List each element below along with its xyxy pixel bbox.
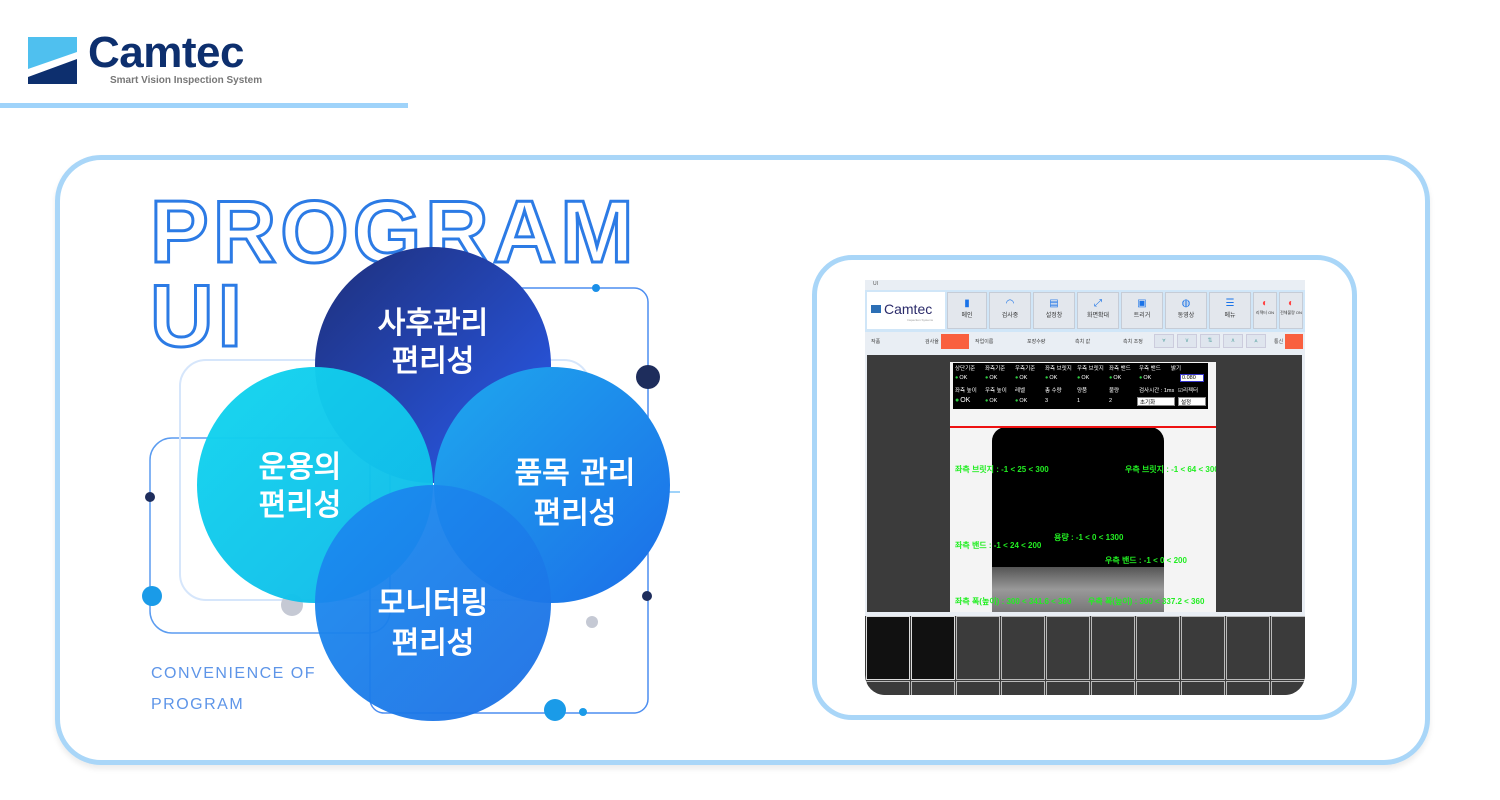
label-value: 측치 값 — [1075, 339, 1091, 345]
window-title: UI — [873, 281, 878, 287]
label-rate: 검사율 — [925, 339, 939, 345]
thumbnail-strip — [865, 616, 1305, 695]
btn-up-fast[interactable]: ⩓ — [1246, 334, 1266, 348]
thumbnail-slot[interactable] — [1136, 616, 1180, 680]
circle-2-line2: 편리성 — [534, 496, 617, 531]
app-logo: Camtec Inspection Systems — [867, 292, 945, 329]
comm-indicator — [1285, 334, 1303, 349]
overlay-left-width: 좌측 폭(높이) : 300 < 341.6 < 380 — [955, 597, 1072, 606]
circle-1-line2: 편리성 — [259, 488, 342, 523]
settings-panel-icon: ▤ — [1049, 298, 1059, 309]
status-values-1: OKOKOKOKOKOKOK — [955, 375, 1171, 381]
toolbar-rejector[interactable]: ◐리젝터 ON — [1253, 292, 1277, 329]
toolbar-menu[interactable]: ☰메뉴 — [1209, 292, 1251, 329]
toggle-icon: ◐ — [1261, 298, 1269, 309]
app-screenshot: UI Camtec Inspection Systems ▮메인 ◠검사중 ▤설… — [865, 280, 1305, 695]
overlay-right-width: 우측 폭(높이) : 300 < 337.2 < 360 — [1088, 597, 1205, 606]
toolbar-main[interactable]: ▮메인 — [947, 292, 987, 329]
thumbnail-slot[interactable] — [1091, 616, 1135, 680]
thumbnail-slot[interactable] — [956, 616, 1000, 680]
title-line-2: UI — [149, 266, 246, 365]
reset-button[interactable]: 초기화 — [1137, 397, 1175, 406]
overlay-left-bridge: 좌측 브릿지 : -1 < 25 < 300 — [955, 465, 1049, 474]
video-icon: ◍ — [1181, 298, 1191, 309]
label-adjust: 측치 조정 — [1123, 339, 1143, 345]
toolbar-settings[interactable]: ▤설정창 — [1033, 292, 1075, 329]
label-job: 작업이름 — [975, 339, 994, 345]
logo-text: Camtec — [88, 28, 244, 77]
thumbnail-slot[interactable] — [1226, 616, 1270, 680]
overlay-capacity: 용량 : -1 < 0 < 1300 — [1054, 533, 1124, 542]
app-logo-sub: Inspection Systems — [907, 318, 934, 322]
circle-3-line1: 모니터링 — [378, 586, 488, 621]
overlay-left-band: 좌측 밴드 : -1 < 24 < 200 — [955, 541, 1042, 550]
subtitle-line-1: CONVENIENCE OF — [151, 665, 317, 682]
subtitle-line-2: PROGRAM — [151, 696, 245, 713]
overlay-right-band: 우측 밴드 : -1 < 0 < 200 — [1105, 556, 1187, 565]
circle-0-line1: 사후관리 — [378, 306, 488, 341]
circle-0-line2: 편리성 — [392, 344, 475, 379]
thumbnail-slot[interactable] — [1001, 616, 1045, 680]
label-comm: 통신 — [1274, 339, 1284, 345]
wifi-icon: ◠ — [1005, 298, 1015, 309]
app-logo-text: Camtec — [884, 301, 933, 317]
trigger-icon: ▣ — [1137, 298, 1147, 309]
btn-down[interactable]: ∨ — [1177, 334, 1197, 348]
venn-diagram: 사후관리 편리성 운용의 편리성 품목 관리 편리성 모니터링 편리성 — [197, 247, 670, 721]
thumbnail-slot[interactable] — [1181, 616, 1225, 680]
toolbar-trigger[interactable]: ▣트리거 — [1121, 292, 1163, 329]
rejector-checkbox[interactable]: ☑리젝터 — [1178, 388, 1199, 394]
label-pack: 포장수량 — [1027, 339, 1046, 345]
overlay-right-bridge: 우측 브릿지 : -1 < 64 < 300 — [1125, 465, 1216, 474]
btn-down-fast[interactable]: ⩔ — [1154, 334, 1174, 348]
menu-icon: ☰ — [1225, 298, 1235, 309]
toolbar-all-defect[interactable]: ◐전체불량 ON — [1279, 292, 1303, 329]
circle-monitoring — [315, 485, 551, 721]
zoom-icon: ⤢ — [1094, 298, 1102, 309]
setup-button[interactable]: 설정 — [1178, 397, 1206, 406]
thumbnail[interactable] — [866, 616, 910, 680]
toggle-icon: ◐ — [1287, 298, 1295, 309]
brightness-input[interactable]: 0.080 — [1180, 374, 1204, 382]
toolbar-inspecting[interactable]: ◠검사중 — [989, 292, 1031, 329]
logo-tagline: Smart Vision Inspection System — [110, 75, 263, 86]
label-item: 작품 — [871, 339, 881, 345]
battery-icon: ▮ — [964, 298, 970, 309]
thumbnail-slot[interactable] — [1271, 616, 1305, 680]
circle-3-line2: 편리성 — [392, 626, 475, 661]
circle-2-line1: 품목 관리 — [515, 456, 636, 491]
toolbar-video[interactable]: ◍동영상 — [1165, 292, 1207, 329]
circle-1-line1: 운용의 — [259, 450, 342, 485]
hero-subtitle: CONVENIENCE OF PROGRAM — [151, 658, 316, 720]
thumbnail[interactable] — [911, 616, 955, 680]
toolbar-zoom[interactable]: ⤢화면확대 — [1077, 292, 1119, 329]
btn-up[interactable]: ∧ — [1223, 334, 1243, 348]
header-divider — [0, 103, 408, 108]
status-values-2: OKOKOK312 — [955, 397, 1139, 404]
logo-mark-icon — [28, 37, 77, 84]
btn-reset-adjust[interactable]: ⇅ — [1200, 334, 1220, 348]
rate-indicator — [941, 334, 969, 349]
thumbnail-slot[interactable] — [1046, 616, 1090, 680]
content-card — [55, 155, 1430, 765]
